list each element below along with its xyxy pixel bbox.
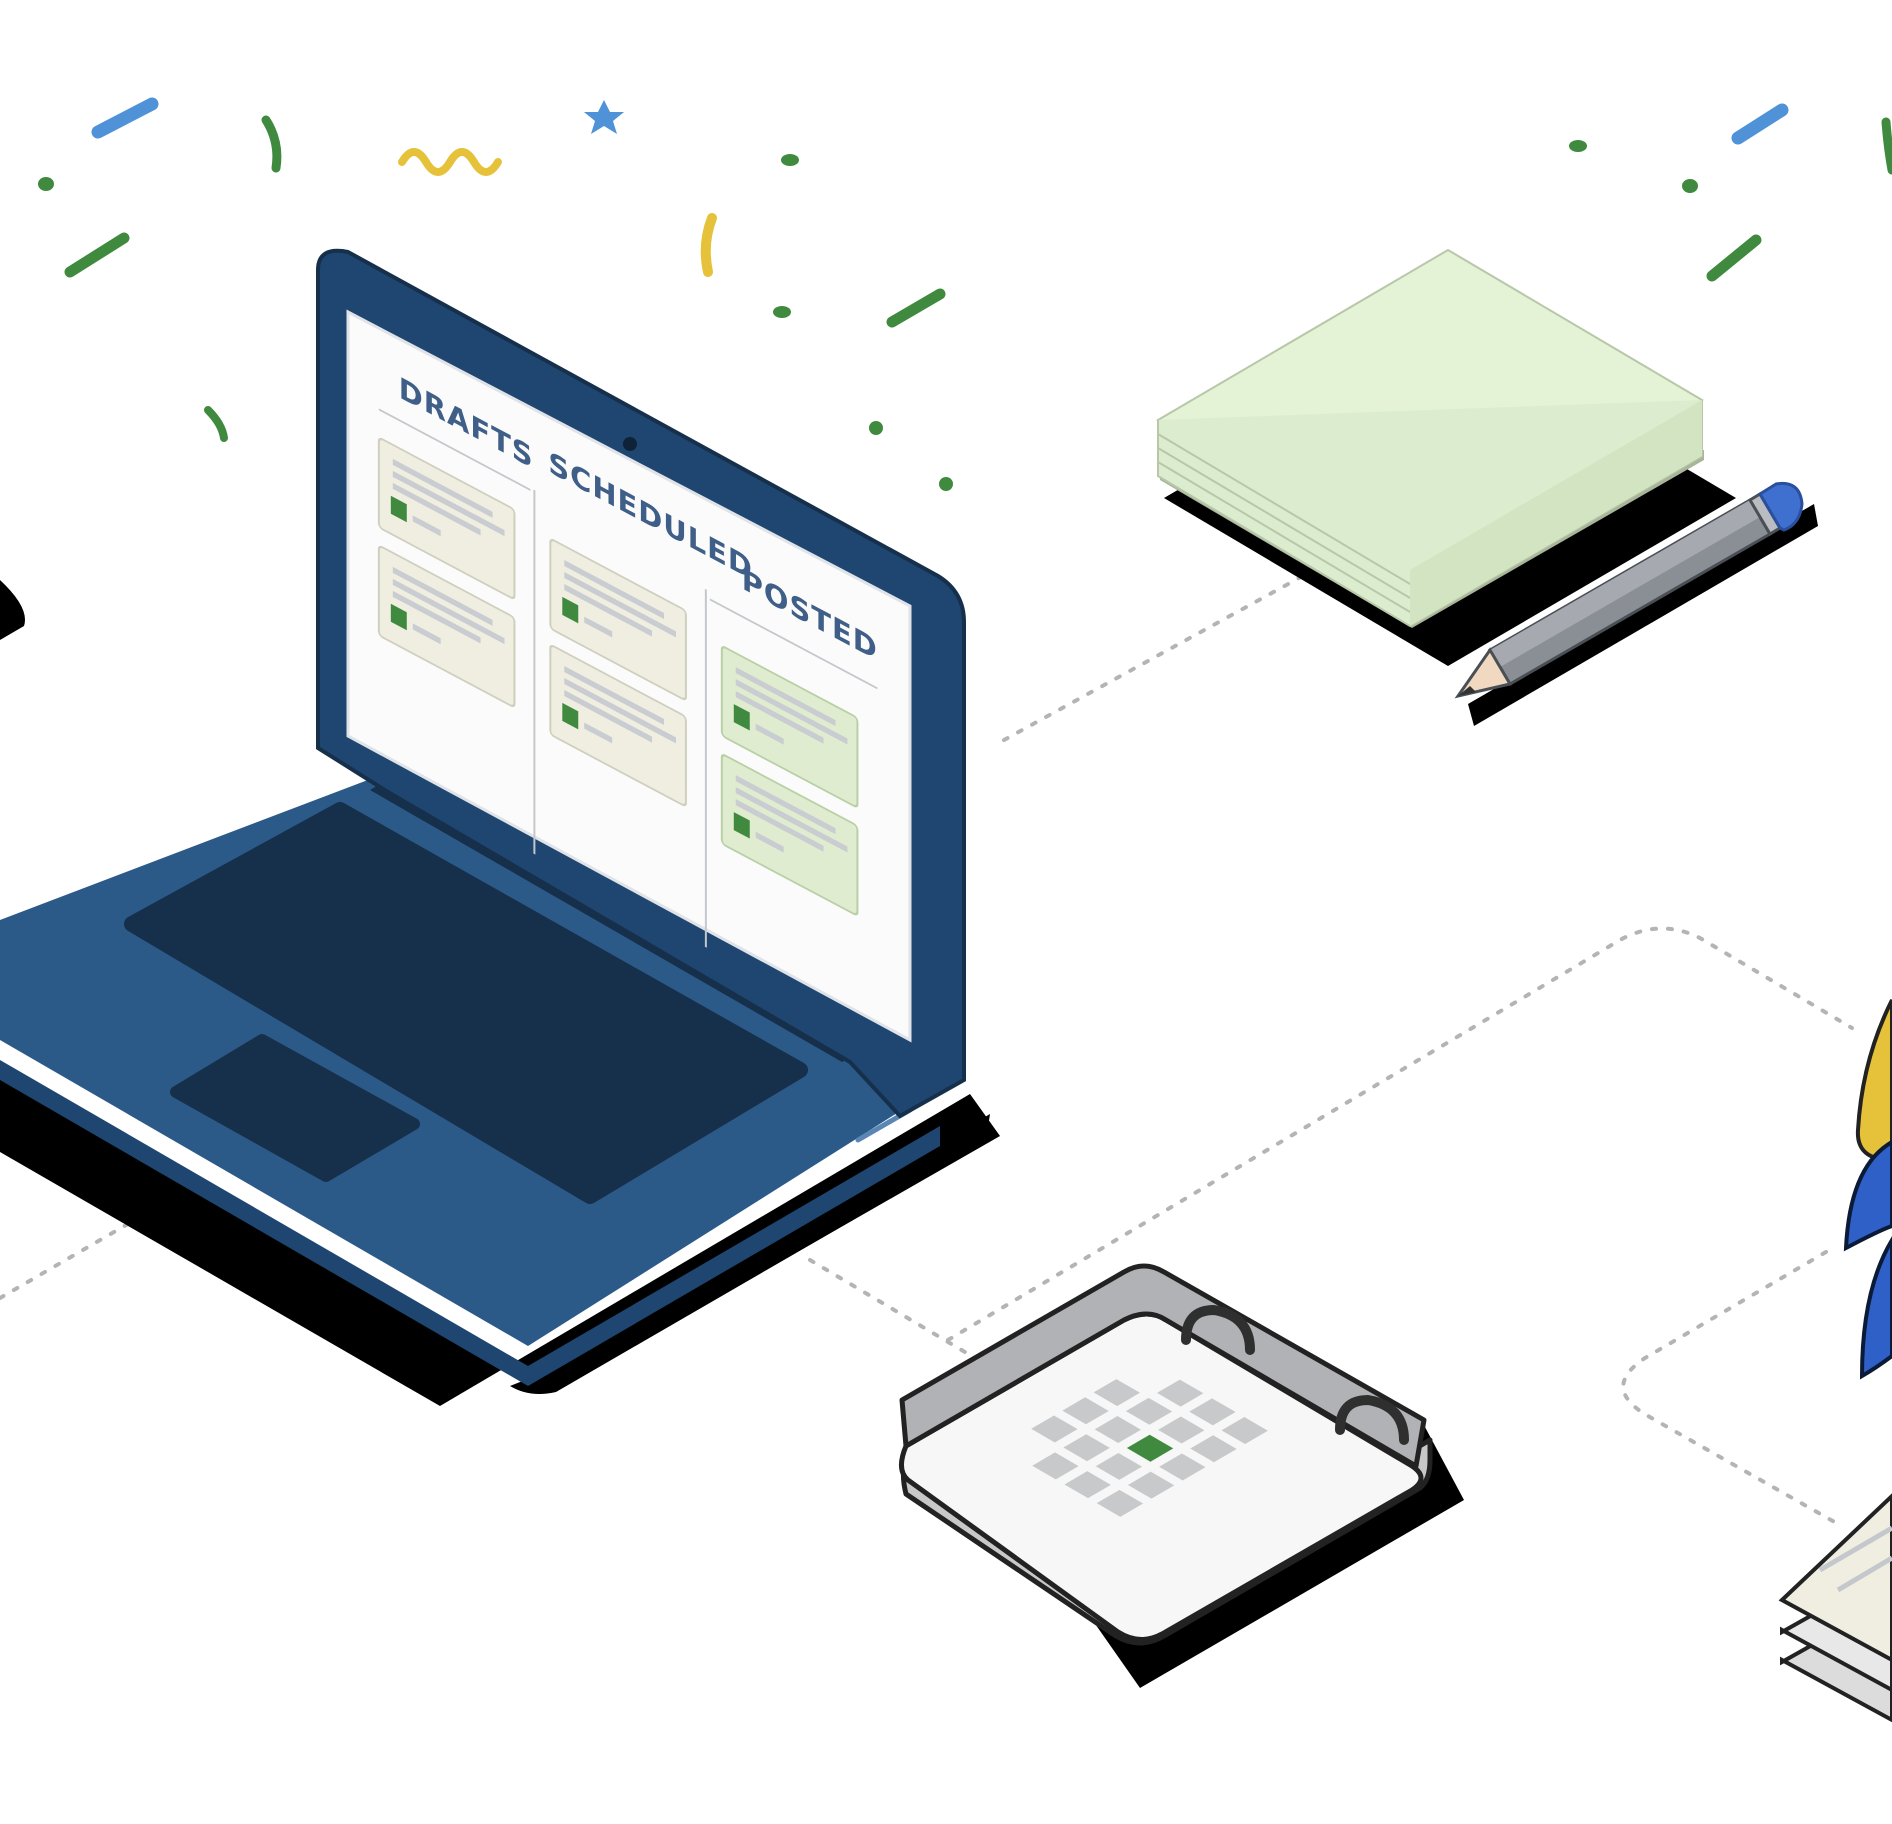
board-card (377, 545, 516, 708)
calendar-day (1221, 1417, 1268, 1445)
calendar-grid (1031, 1379, 1268, 1517)
paper-stack-icon (1778, 1493, 1892, 1723)
calendar-day (1127, 1471, 1175, 1499)
rocket-icon (1843, 999, 1892, 1380)
laptop-camera-icon (623, 437, 637, 451)
calendar-day (1031, 1415, 1078, 1443)
calendar-day (1158, 1416, 1205, 1444)
calendar-day (1032, 1452, 1079, 1480)
card-status-icon (390, 603, 407, 631)
calendar-day (1096, 1489, 1144, 1517)
card-status-icon (562, 596, 579, 624)
calendar-day (1094, 1416, 1142, 1443)
calendar-day (1125, 1397, 1173, 1425)
calendar-day (1093, 1379, 1140, 1407)
calendar-day (1157, 1379, 1204, 1407)
calendar-day-highlighted (1126, 1434, 1174, 1462)
notepad-icon (1156, 248, 1736, 666)
calendar-day (1095, 1452, 1143, 1480)
laptop-trackpad (170, 1034, 420, 1182)
card-status-icon (562, 702, 579, 730)
calendar-day (1190, 1435, 1237, 1463)
calendar-day (1189, 1398, 1236, 1426)
board-card (549, 539, 687, 701)
board-card (549, 645, 687, 807)
calendar-day (1159, 1453, 1206, 1481)
pencil-icon (1454, 481, 1818, 726)
laptop-keyboard (124, 802, 808, 1204)
card-status-icon (390, 495, 407, 523)
calendar-ring (1181, 1304, 1255, 1355)
board-card (720, 754, 859, 916)
calendar-ring (1335, 1394, 1409, 1445)
board-card (720, 646, 859, 808)
board-card (377, 437, 516, 600)
calendar-day (1062, 1397, 1109, 1425)
calendar-icon (899, 1263, 1464, 1688)
confetti-icon (38, 97, 1892, 491)
card-status-icon (733, 812, 750, 839)
calendar-day (1063, 1434, 1110, 1462)
calendar-day (1064, 1471, 1111, 1499)
board-cards (377, 437, 859, 916)
card-status-icon (733, 704, 750, 731)
offscreen-shadow (0, 580, 25, 640)
